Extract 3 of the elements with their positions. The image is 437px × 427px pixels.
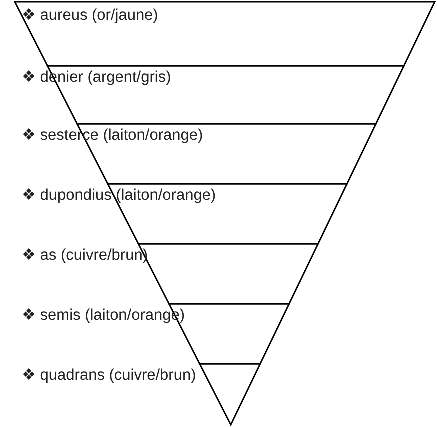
band-label: ❖ quadrans (cuivre/brun): [22, 366, 196, 386]
band-label: ❖ dupondius (laiton/orange): [22, 186, 216, 206]
band-label: ❖ aureus (or/jaune): [22, 6, 158, 26]
